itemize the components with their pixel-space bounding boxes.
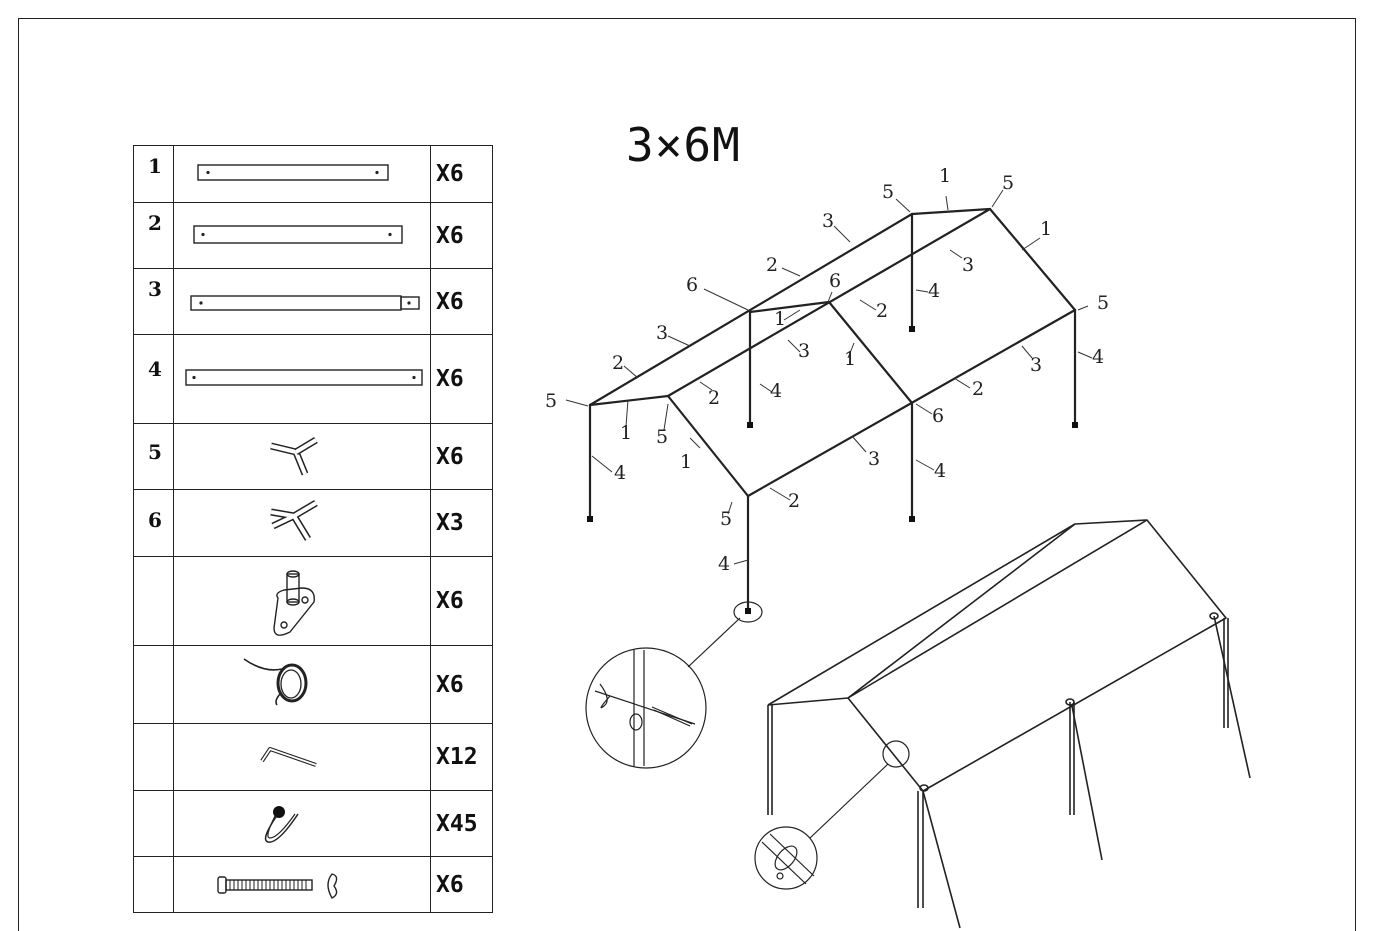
pole-1-icon bbox=[197, 163, 389, 181]
frame-feet bbox=[587, 326, 1078, 614]
part-number: 5 bbox=[133, 423, 174, 490]
table-row: X6 bbox=[133, 856, 493, 913]
part-image bbox=[173, 856, 431, 913]
frame-label: 4 bbox=[928, 280, 941, 302]
frame-label: 2 bbox=[708, 387, 721, 409]
part-image bbox=[173, 202, 431, 269]
part-quantity: X6 bbox=[430, 856, 493, 913]
part-number: 6 bbox=[133, 489, 174, 557]
part-image bbox=[173, 423, 431, 490]
page-frame bbox=[18, 18, 1356, 931]
pole-3-icon bbox=[190, 294, 420, 311]
part-number bbox=[133, 856, 174, 913]
part-image bbox=[173, 556, 431, 646]
frame-label: 5 bbox=[720, 508, 733, 530]
table-row: 1 X6 bbox=[133, 145, 493, 203]
tent-frame bbox=[588, 207, 1077, 614]
frame-label: 4 bbox=[614, 462, 627, 484]
frame-label: 4 bbox=[1092, 346, 1105, 368]
part-image bbox=[173, 334, 431, 424]
frame-label: 4 bbox=[770, 380, 783, 402]
frame-label: 5 bbox=[656, 426, 669, 448]
frame-label: 5 bbox=[545, 390, 558, 412]
part-image bbox=[173, 723, 431, 791]
foot-plate-icon bbox=[273, 569, 315, 636]
frame-label: 3 bbox=[962, 254, 975, 276]
part-quantity: X6 bbox=[430, 423, 493, 490]
frame-label: 3 bbox=[868, 448, 881, 470]
pole-2-icon bbox=[193, 224, 403, 244]
frame-label: 2 bbox=[972, 378, 985, 400]
frame-label: 2 bbox=[788, 490, 801, 512]
table-row: 5 X6 bbox=[133, 423, 493, 490]
part-quantity: X45 bbox=[430, 790, 493, 857]
bungee-detail-callout bbox=[754, 740, 910, 890]
frame-label: 1 bbox=[620, 422, 633, 444]
frame-label: 4 bbox=[934, 460, 947, 482]
part-quantity: X6 bbox=[430, 556, 493, 646]
frame-label: 1 bbox=[774, 308, 787, 330]
part-image bbox=[173, 645, 431, 724]
part-number bbox=[133, 723, 174, 791]
table-row: X6 bbox=[133, 556, 493, 646]
frame-label: 6 bbox=[829, 270, 842, 292]
middle-connector-icon bbox=[270, 499, 318, 541]
part-number: 2 bbox=[133, 202, 174, 269]
parts-table: 1 X6 2 X6 3 X6 4 bbox=[133, 145, 493, 913]
part-quantity: X6 bbox=[430, 268, 493, 335]
table-row: 3 X6 bbox=[133, 268, 493, 335]
table-row: X12 bbox=[133, 723, 493, 791]
frame-label: 1 bbox=[939, 165, 952, 187]
table-row: 4 X6 bbox=[133, 334, 493, 424]
foot-detail-callout bbox=[585, 601, 763, 769]
frame-label: 3 bbox=[798, 340, 811, 362]
page-title: 3×6M bbox=[626, 118, 741, 172]
frame-label: 5 bbox=[1002, 172, 1015, 194]
corner-connector-icon bbox=[270, 436, 318, 475]
frame-label: 1 bbox=[680, 451, 693, 473]
frame-label: 2 bbox=[876, 300, 889, 322]
part-image bbox=[173, 145, 431, 203]
frame-label: 6 bbox=[932, 405, 945, 427]
frame-label: 5 bbox=[882, 181, 895, 203]
part-number: 4 bbox=[133, 334, 174, 424]
rope-icon bbox=[243, 657, 308, 705]
part-quantity: X6 bbox=[430, 145, 493, 203]
part-quantity: X3 bbox=[430, 489, 493, 557]
part-quantity: X6 bbox=[430, 334, 493, 424]
part-image bbox=[173, 268, 431, 335]
frame-label: 1 bbox=[1040, 218, 1053, 240]
frame-label: 6 bbox=[686, 274, 699, 296]
tent-with-cover bbox=[767, 519, 1251, 929]
frame-label: 3 bbox=[656, 322, 669, 344]
frame-label: 3 bbox=[1030, 354, 1043, 376]
table-row: X45 bbox=[133, 790, 493, 857]
pole-4-icon bbox=[185, 368, 423, 386]
frame-label: 2 bbox=[766, 254, 779, 276]
part-image bbox=[173, 790, 431, 857]
frame-label: 2 bbox=[612, 352, 625, 374]
label-leaders bbox=[565, 189, 1093, 565]
table-row: 2 X6 bbox=[133, 202, 493, 269]
ball-bungee-icon bbox=[264, 805, 299, 843]
stake-icon bbox=[260, 746, 317, 767]
frame-label: 4 bbox=[718, 553, 731, 575]
spring-bolt-icon bbox=[217, 872, 338, 899]
part-quantity: X6 bbox=[430, 202, 493, 269]
part-number bbox=[133, 790, 174, 857]
frame-label: 3 bbox=[822, 210, 835, 232]
frame-label: 5 bbox=[1097, 292, 1110, 314]
frame-label: 1 bbox=[844, 348, 857, 370]
